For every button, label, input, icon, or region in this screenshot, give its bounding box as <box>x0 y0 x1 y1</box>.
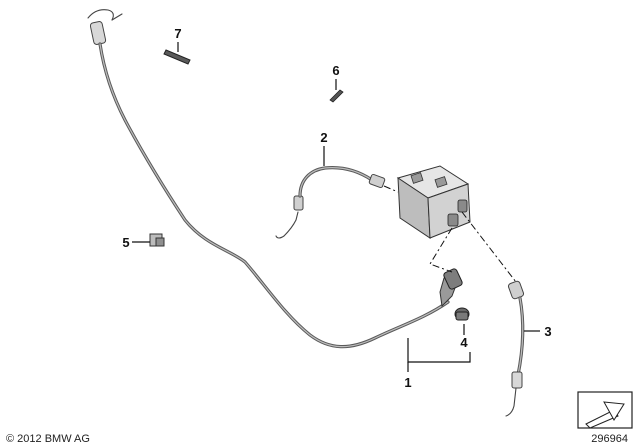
callout-number-7: 7 <box>174 26 181 41</box>
callout-4: 4 <box>460 324 468 350</box>
strip-part-6[interactable] <box>329 89 344 103</box>
cable-part-1[interactable] <box>87 9 463 349</box>
strip-part-7[interactable] <box>163 49 191 65</box>
callout-number-6: 6 <box>332 63 339 78</box>
callout-3: 3 <box>524 324 552 339</box>
callout-2: 2 <box>320 130 328 166</box>
callout-number-4: 4 <box>460 335 468 350</box>
control-unit[interactable] <box>396 165 471 239</box>
grommet-part-4[interactable] <box>454 307 470 321</box>
diagram-symbol-box <box>577 391 633 429</box>
connection-lines <box>383 185 517 283</box>
cable-part-3[interactable] <box>505 280 525 417</box>
sensor-lead-part-2[interactable] <box>275 166 386 239</box>
callout-number-2: 2 <box>320 130 327 145</box>
callout-number-5: 5 <box>122 235 129 250</box>
callout-number-3: 3 <box>544 324 551 339</box>
callout-number-1: 1 <box>404 375 411 390</box>
callout-7: 7 <box>174 26 182 52</box>
callout-1: 1 <box>404 338 471 390</box>
callout-5: 5 <box>122 235 150 250</box>
diagram-number: 296964 <box>591 433 628 445</box>
copyright-text: © 2012 BMW AG <box>6 433 90 445</box>
clip-part-5[interactable] <box>149 233 165 247</box>
callout-6: 6 <box>332 63 340 90</box>
